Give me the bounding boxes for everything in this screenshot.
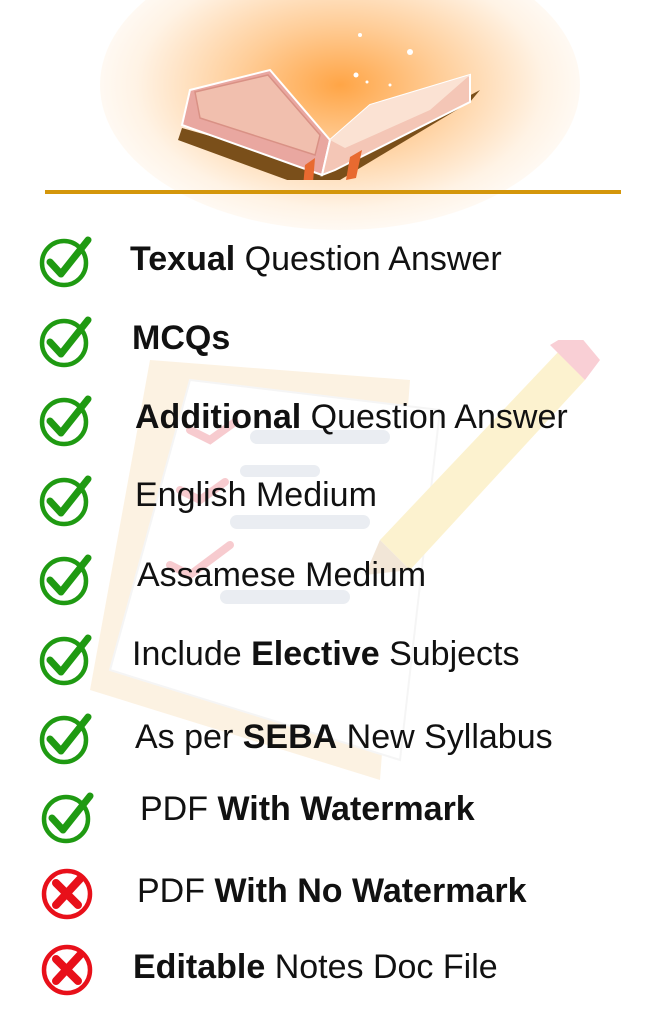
check-circle-icon (39, 316, 92, 368)
x-circle-icon (41, 868, 93, 920)
check-circle-icon (39, 713, 92, 765)
check-circle-icon (39, 236, 92, 288)
checklist-pencil-illustration (90, 340, 600, 780)
open-book-icon (178, 33, 480, 180)
check-circle-icon (41, 792, 94, 844)
check-circle-icon (39, 475, 92, 527)
check-circle-icon (39, 554, 92, 606)
header-divider (45, 190, 621, 194)
check-circle-icon (39, 395, 92, 447)
check-circle-icon (39, 634, 92, 686)
x-circle-icon (41, 944, 93, 996)
